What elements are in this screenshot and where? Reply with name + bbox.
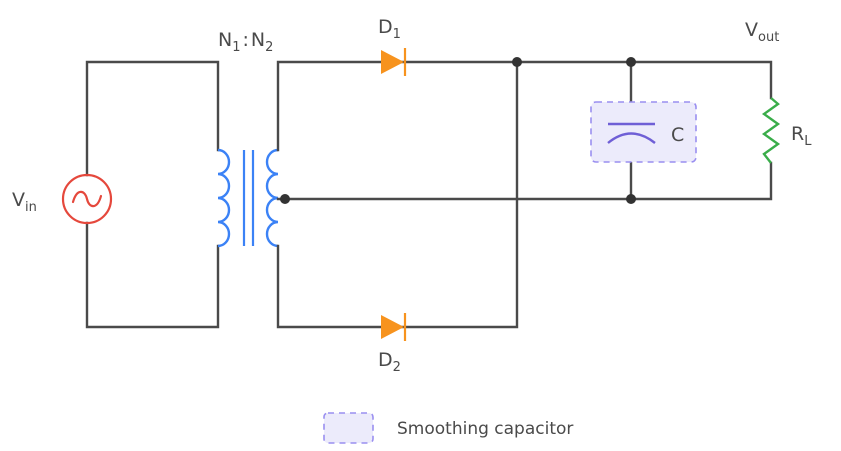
capacitor-c	[607, 122, 656, 144]
load-resistor	[761, 97, 781, 164]
vin-label: Vin	[12, 189, 37, 215]
primary-top-wire	[85, 60, 220, 177]
junction-capacitor-top	[626, 57, 636, 67]
primary-coil	[217, 148, 231, 248]
rl-label: RL	[791, 123, 812, 149]
transformer	[217, 148, 279, 248]
ac-source	[61, 173, 113, 225]
primary-wires	[85, 60, 220, 329]
secondary-coil	[265, 148, 279, 248]
diode-d2-triangle	[381, 315, 404, 339]
junction-center-tap	[280, 194, 290, 204]
ac-source-circle	[61, 173, 113, 225]
junction-d2-output	[512, 57, 522, 67]
primary-bottom-wire	[85, 221, 220, 329]
d1-label: D1	[378, 16, 401, 42]
legend-label-smoothing-capacitor: Smoothing capacitor	[397, 419, 573, 439]
diode-d1-triangle	[381, 50, 404, 74]
junction-capacitor-bottom	[626, 194, 636, 204]
sine-wave-icon	[71, 190, 103, 208]
turns-ratio-label: N1:N2	[218, 29, 273, 55]
center-tap-return-wire	[276, 161, 773, 201]
vout-label: Vout	[745, 19, 779, 45]
capacitor-plate-curved	[607, 132, 656, 144]
diode-d1	[381, 48, 407, 76]
capacitor-label: C	[671, 124, 684, 146]
legend-swatch-smoothing-capacitor	[323, 412, 374, 444]
bottom-rail-wire	[276, 60, 519, 329]
top-rail-wire	[276, 60, 773, 152]
legend: Smoothing capacitor	[323, 412, 573, 444]
diode-d2	[381, 313, 407, 341]
d2-label: D2	[378, 349, 401, 375]
smoothing-capacitor-highlight	[590, 101, 697, 163]
secondary-wires	[276, 60, 773, 329]
